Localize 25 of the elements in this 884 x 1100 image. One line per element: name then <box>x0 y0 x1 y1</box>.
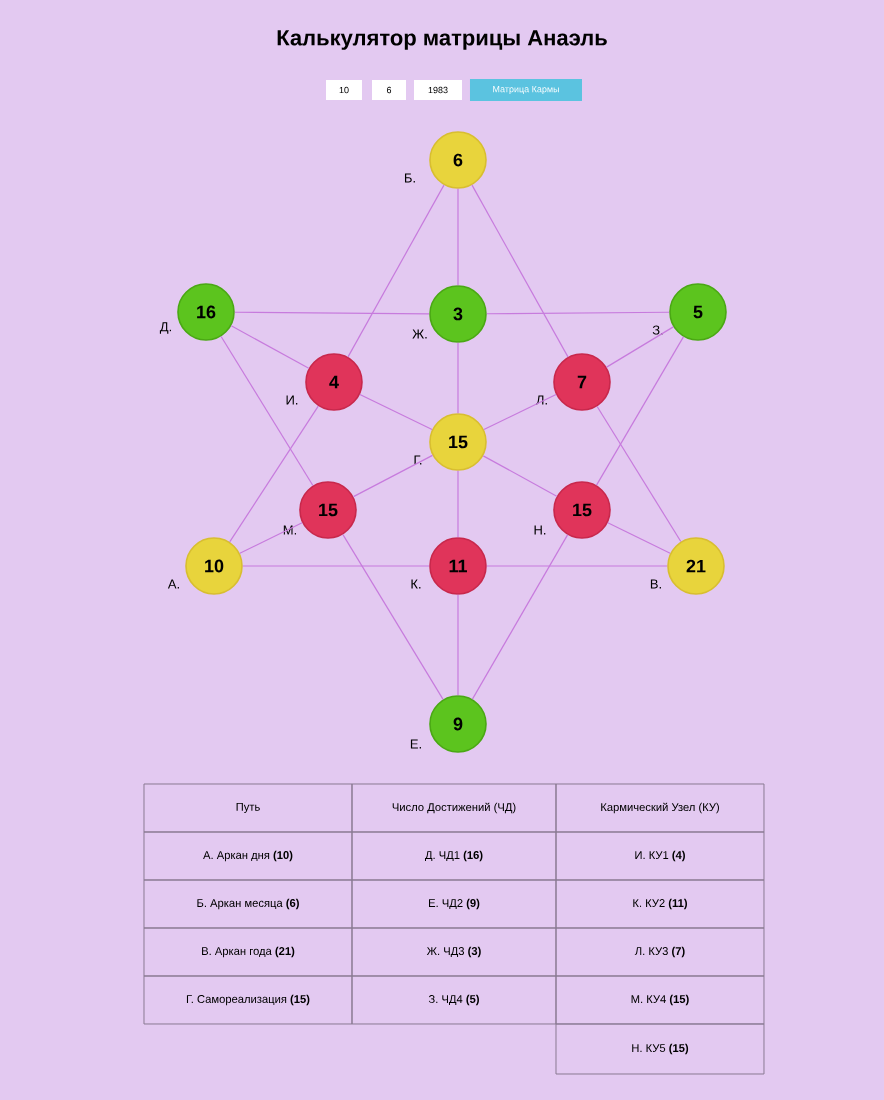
connector-line <box>595 336 685 486</box>
connector-line <box>229 405 319 543</box>
connector-line <box>607 522 671 554</box>
connector-line <box>471 534 569 700</box>
connector-line <box>239 522 303 554</box>
connector-line <box>486 565 668 567</box>
connector-line <box>596 405 682 543</box>
connector-line <box>220 335 314 487</box>
connector-line <box>347 184 445 358</box>
connector-line <box>242 565 430 567</box>
connector-line <box>471 184 569 358</box>
connector-line <box>606 326 674 368</box>
connector-line <box>457 342 459 414</box>
connector-line <box>483 393 557 431</box>
connector-line <box>457 188 459 286</box>
connector-line <box>457 594 459 696</box>
title: Калькулятор матрицы Анаэль <box>277 30 607 50</box>
connector-line <box>457 470 459 538</box>
connector-line <box>359 393 433 431</box>
connector-line <box>486 311 670 315</box>
connector-line <box>482 455 558 497</box>
connector-line <box>342 534 444 700</box>
connector-line <box>230 325 310 369</box>
connector-line <box>234 311 430 315</box>
connector-line <box>352 454 434 498</box>
